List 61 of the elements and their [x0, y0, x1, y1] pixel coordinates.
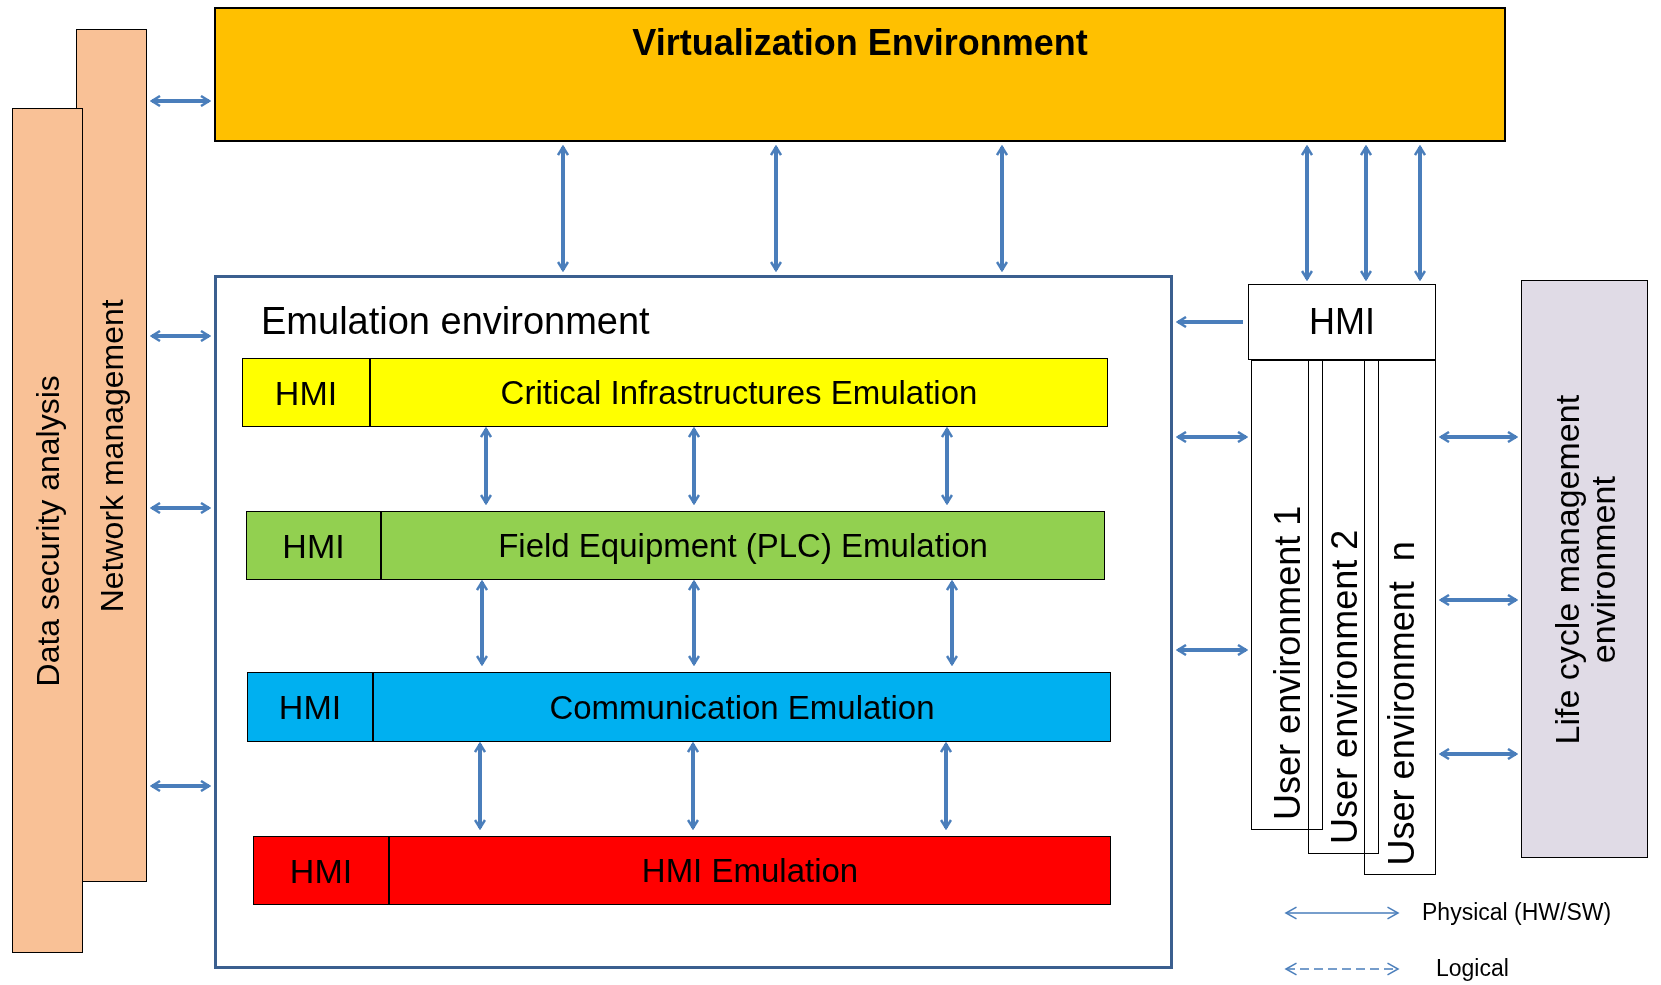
- double-arrow: [1176, 315, 1243, 329]
- side-panel: [76, 29, 147, 882]
- label: Virtualization Environment: [632, 25, 1088, 61]
- vertical-label: Network management: [95, 298, 130, 615]
- double-arrow: [479, 427, 493, 505]
- vertical-label: User environment n: [1382, 539, 1420, 866]
- label: HMI: [282, 528, 345, 563]
- layer-bar: [381, 511, 1105, 580]
- legend-label: Physical (HW/SW): [1422, 901, 1612, 924]
- double-arrow: [1176, 430, 1248, 444]
- layer-bar: [389, 836, 1111, 905]
- label: HMI: [278, 690, 342, 724]
- double-arrow: [473, 742, 487, 830]
- double-arrow: [945, 580, 959, 666]
- double-arrow: [1413, 145, 1427, 281]
- double-arrow: [150, 501, 211, 515]
- double-arrow: [940, 427, 954, 505]
- hmi-box: [1248, 284, 1436, 360]
- double-arrow: [687, 427, 701, 505]
- double-arrow: [939, 742, 953, 830]
- user-panel: [1364, 360, 1436, 875]
- label: Critical Infrastructures Emulation: [500, 376, 978, 409]
- double-arrow: [1359, 145, 1373, 281]
- user-panel: [1251, 360, 1323, 830]
- label: HMI: [274, 375, 338, 410]
- double-arrow: [686, 742, 700, 830]
- layer-bar: [370, 358, 1108, 427]
- label: Emulation environment: [261, 302, 650, 340]
- platform-box: [214, 7, 1506, 142]
- user-panel: [1308, 360, 1379, 854]
- double-arrow: [1176, 643, 1248, 657]
- double-arrow: [150, 779, 211, 793]
- legend-label: Logical: [1436, 957, 1509, 980]
- hmi-box: [247, 672, 373, 742]
- vertical-label: Life cycle management environment: [1549, 394, 1622, 747]
- double-arrow: [150, 94, 211, 108]
- vertical-label: User environment 2: [1325, 528, 1364, 845]
- double-arrow: [687, 580, 701, 666]
- label: Field Equipment (PLC) Emulation: [498, 529, 988, 562]
- label: Communication Emulation: [549, 690, 935, 724]
- double-arrow: [1300, 145, 1314, 281]
- double-arrow: [150, 329, 211, 343]
- side-panel: [12, 108, 83, 953]
- double-arrow: [1439, 430, 1518, 444]
- side-panel: [1521, 280, 1648, 858]
- container-box: [214, 275, 1173, 969]
- double-arrow: [769, 145, 783, 272]
- hmi-box: [246, 511, 381, 580]
- layer-bar: [373, 672, 1111, 742]
- label: HMI: [289, 853, 353, 888]
- double-arrow: [995, 145, 1009, 272]
- label: HMI: [1309, 304, 1375, 340]
- double-arrow: [475, 580, 489, 666]
- label: HMI Emulation: [641, 854, 859, 887]
- hmi-box: [253, 836, 389, 905]
- vertical-label: Data security analysis: [31, 374, 66, 689]
- double-arrow: [1439, 747, 1518, 761]
- hmi-box: [242, 358, 370, 427]
- vertical-label: User environment 1: [1269, 504, 1307, 821]
- double-arrow: [1439, 593, 1518, 607]
- double-arrow: [556, 145, 570, 272]
